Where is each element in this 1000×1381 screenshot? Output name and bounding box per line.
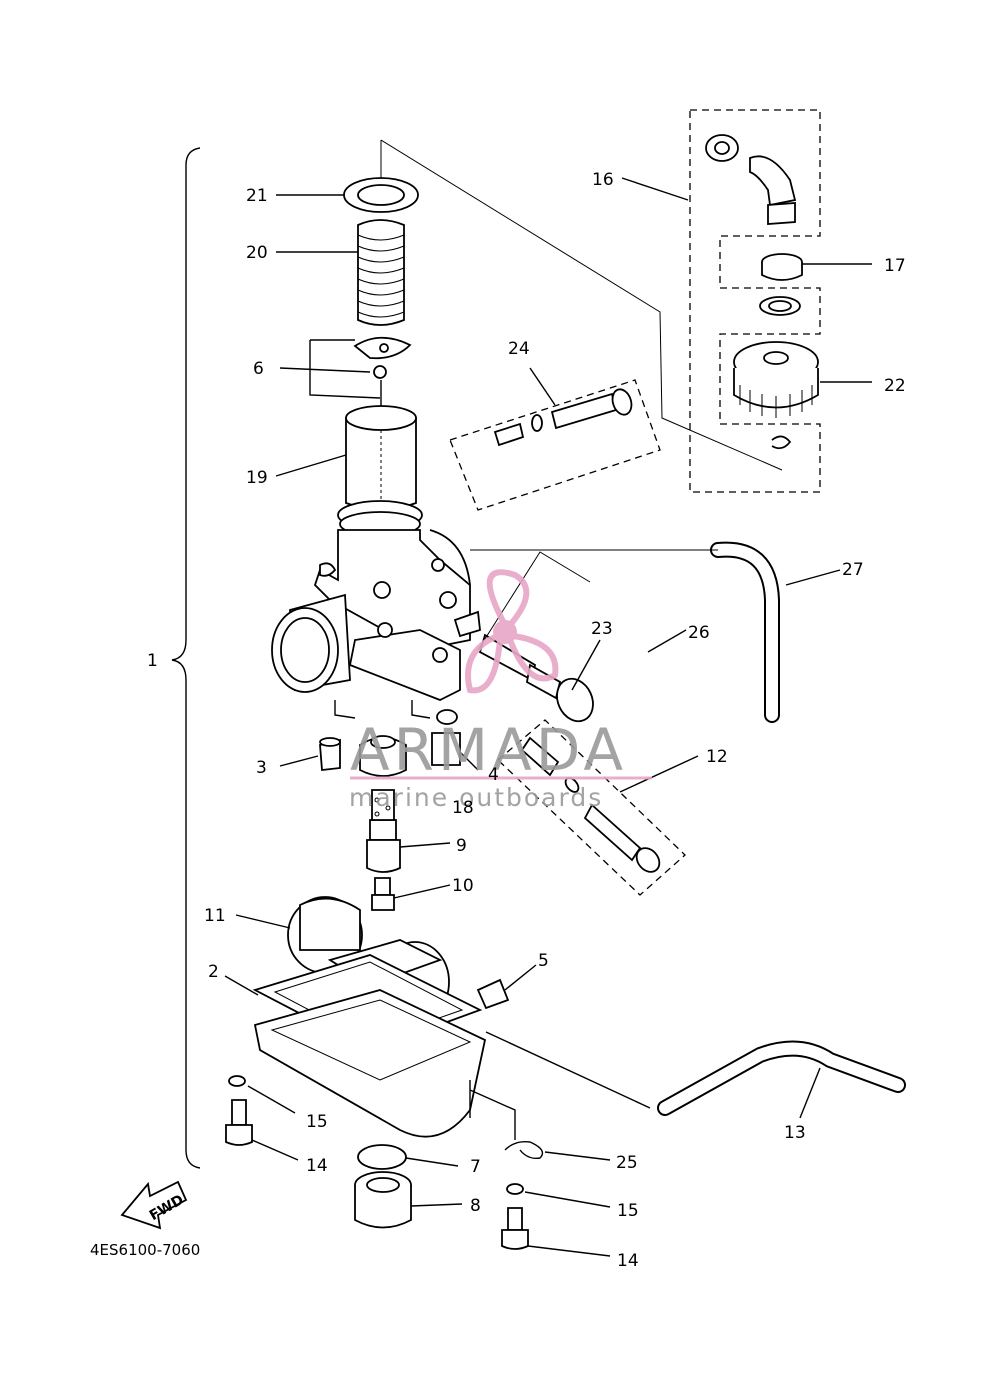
nut-17 [761,253,803,281]
jet-10 [371,877,395,911]
gasket-21 [343,177,419,213]
callout-6: 6 [253,359,264,379]
callout-27: 27 [842,560,864,580]
callout-22: 22 [884,376,906,396]
propeller-logo-icon [465,569,559,694]
callout-17: 17 [884,256,906,276]
hose-26 [583,574,645,765]
washer-o [436,709,458,725]
callout-26: 26 [688,623,710,643]
cap-22 [733,341,819,418]
callout-5: 5 [538,951,549,971]
callout-14b: 14 [617,1251,639,1271]
hose-27 [710,541,780,723]
fwd-arrow-icon: FWD [120,1180,188,1230]
callout-15a: 15 [306,1112,328,1132]
float-bowl [253,989,487,1138]
diagram-code: 4ES6100-7060 [90,1241,200,1259]
throttle-valve-19 [345,405,417,511]
callout-8: 8 [470,1196,481,1216]
screw-14-right [501,1183,529,1250]
callout-13: 13 [784,1123,806,1143]
needle-jet-18 [359,735,407,777]
washer [759,296,801,316]
watermark-subtitle: marine outboards [349,783,603,812]
callout-14a: 14 [306,1156,328,1176]
carburetor-body [271,500,481,719]
callout-25: 25 [616,1153,638,1173]
elbow-fitting-16 [705,134,797,225]
assembly-brace [171,147,201,1169]
callout-23: 23 [591,619,613,639]
callout-19: 19 [246,468,268,488]
callout-24: 24 [508,339,530,359]
kit-24-parts [493,388,633,447]
drain-plug-8 [354,1171,412,1229]
callout-12: 12 [706,747,728,767]
kit-12-box [497,719,686,896]
leader-lines [224,177,872,1257]
callout-16: 16 [592,170,614,190]
kit-16-box [689,109,821,493]
clip-25 [504,1140,544,1160]
hose-13 [657,1040,906,1116]
pilot-jet-3 [319,737,341,771]
pin-5 [476,978,510,1010]
callout-7: 7 [470,1157,481,1177]
callout-9: 9 [456,836,467,856]
watermark-brand: ARMADA [350,716,627,784]
screw-14-left [225,1075,253,1146]
callout-20: 20 [246,243,268,263]
clip [771,435,792,450]
callout-11: 11 [204,906,226,926]
main-jet-4 [431,732,461,766]
callout-21: 21 [246,186,268,206]
callout-3: 3 [256,758,267,778]
watermark: ARMADA marine outboards [349,569,652,812]
kit-24-box [449,379,661,511]
callout-4: 4 [488,765,499,785]
plate-6 [353,336,412,379]
callouts: 1 2 3 4 5 6 7 8 9 10 11 12 13 14 14 15 1… [147,170,906,1271]
callout-1: 1 [147,651,158,671]
callout-18: 18 [452,798,474,818]
jet-holder-9 [366,789,401,873]
callout-10: 10 [452,876,474,896]
kit-12-parts [520,736,661,873]
spring-20 [357,219,405,326]
callout-2: 2 [208,962,219,982]
gasket-7 [357,1144,407,1170]
callout-15b: 15 [617,1201,639,1221]
